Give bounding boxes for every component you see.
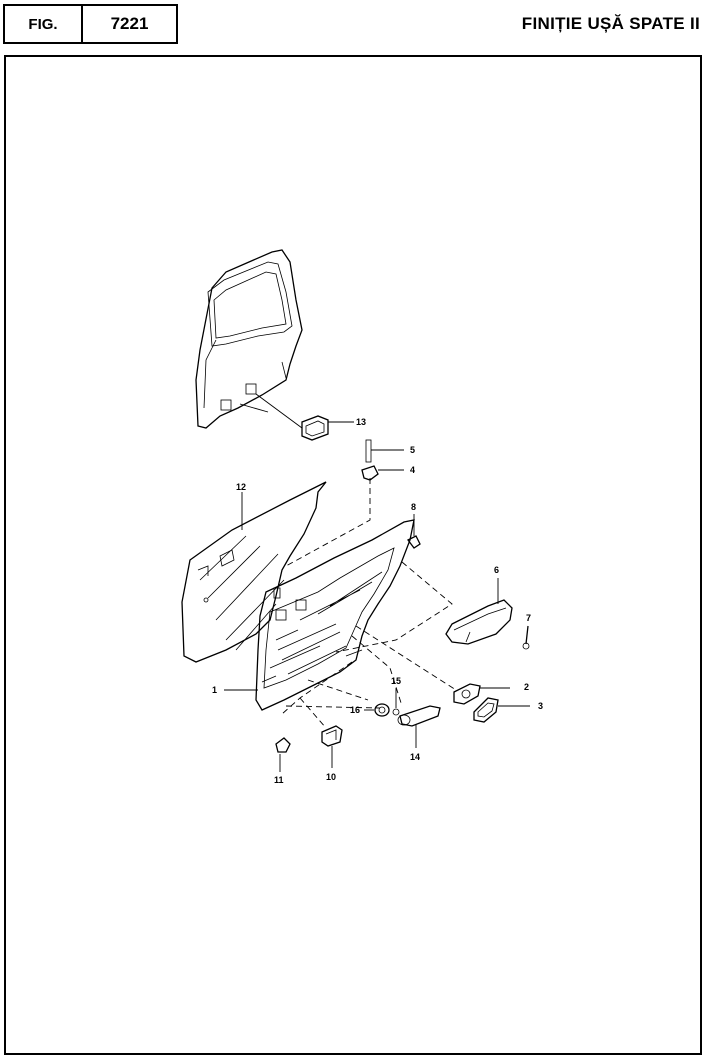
callout-15: 15 bbox=[391, 676, 401, 686]
callout-3: 3 bbox=[538, 701, 543, 711]
part-2-handle-bezel bbox=[453, 683, 510, 705]
callout-2: 2 bbox=[524, 682, 529, 692]
part-15-pin bbox=[392, 688, 400, 716]
part-6-armrest bbox=[445, 578, 513, 645]
callout-10: 10 bbox=[326, 772, 336, 782]
callout-8: 8 bbox=[411, 502, 416, 512]
part-14-window-crank bbox=[397, 705, 441, 748]
callout-1: 1 bbox=[212, 685, 217, 695]
door-shell bbox=[195, 249, 303, 429]
part-3-escutcheon bbox=[473, 697, 530, 723]
part-16-spacer-ring bbox=[364, 703, 390, 717]
part-1-door-trim-panel bbox=[224, 519, 415, 711]
callout-11: 11 bbox=[274, 775, 284, 785]
figure-number: 7221 bbox=[81, 4, 178, 44]
figure-label: FIG. bbox=[3, 4, 83, 44]
assembly-lines bbox=[281, 478, 457, 729]
part-13-switch-housing bbox=[239, 393, 354, 441]
part-12-protective-foil bbox=[181, 481, 327, 663]
part-4-plug bbox=[361, 465, 404, 481]
callout-labels: 1 2 3 4 5 6 7 8 10 11 12 13 14 15 16 bbox=[212, 417, 543, 785]
part-7-screw bbox=[522, 625, 530, 650]
part-5-pin bbox=[365, 439, 404, 463]
callout-5: 5 bbox=[410, 445, 415, 455]
callout-14: 14 bbox=[410, 752, 420, 762]
part-11-button bbox=[275, 737, 291, 772]
part-8-clip bbox=[407, 514, 421, 549]
callout-13: 13 bbox=[356, 417, 366, 427]
callout-6: 6 bbox=[494, 565, 499, 575]
callout-7: 7 bbox=[526, 613, 531, 623]
callout-12: 12 bbox=[236, 482, 246, 492]
callout-16: 16 bbox=[350, 705, 360, 715]
part-10-lock-handle bbox=[321, 725, 343, 768]
callout-4: 4 bbox=[410, 465, 415, 475]
drawing-frame bbox=[4, 55, 702, 1055]
page-title: FINIȚIE UȘĂ SPATE II bbox=[521, 14, 700, 33]
